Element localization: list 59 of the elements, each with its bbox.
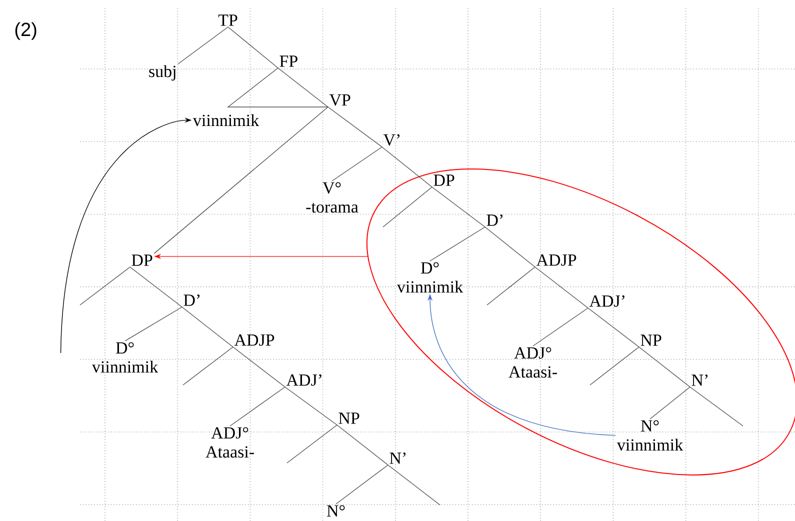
tree-branch (336, 424, 388, 466)
tree-label: ADJP (234, 334, 274, 346)
tree-branch (432, 186, 486, 228)
tree-branch (486, 266, 536, 306)
tree-label: TP (218, 14, 238, 26)
tree-branch (227, 68, 328, 108)
tree-label: ADJ’ (589, 295, 624, 307)
tree-branch (336, 464, 388, 504)
tree-label: FP (280, 56, 298, 67)
tree-branch (182, 306, 234, 348)
tree-branch (284, 386, 338, 426)
tree-label: viinnimik (192, 114, 260, 126)
tree-branch (230, 386, 286, 426)
tree-label: ADJP (536, 254, 576, 266)
tree-label: NP (640, 334, 662, 346)
tree-branch (124, 306, 182, 342)
tree-label: VP (329, 94, 350, 106)
tree-label: DP (434, 174, 454, 186)
word-label: V° -torama (306, 182, 358, 213)
tree-branch (388, 464, 440, 506)
tree-label: V’ (383, 134, 400, 146)
tree-branch (286, 424, 338, 464)
tree-label: ADJ’ (286, 374, 322, 386)
tree-label: NP (338, 412, 360, 424)
tree-branch (182, 346, 234, 386)
tree-branch (638, 346, 690, 388)
tree-branch (278, 68, 328, 108)
tree-branch (382, 186, 432, 228)
tree-branch (232, 346, 286, 388)
word-label: D° viinnimik (92, 342, 158, 373)
tree-label: N° (326, 505, 345, 516)
tree-label: subj (149, 65, 176, 81)
tree-branch (154, 106, 328, 254)
tree-branch (650, 386, 690, 420)
tree-branch (332, 146, 382, 182)
ellipse-outline (366, 168, 795, 476)
word-label: ADJ° Ataasi- (508, 347, 557, 378)
tree-branch (228, 26, 278, 68)
tree-label: D’ (486, 214, 502, 226)
tree-branch (590, 346, 640, 386)
tree-branch (484, 226, 536, 268)
tree-branch (382, 146, 432, 188)
tree-branch (430, 226, 486, 262)
tree-branch (178, 26, 228, 64)
tree-branch (80, 266, 130, 306)
tree-label: D’ (184, 294, 200, 306)
word-label: N° viinnimik (616, 420, 684, 451)
figure-number: (2) (15, 22, 36, 40)
tree-branch (328, 106, 382, 148)
tree-branch (690, 386, 744, 426)
tree-branch (588, 308, 640, 348)
tree-branch (532, 308, 588, 346)
tree-label: N’ (692, 374, 708, 386)
tree-branch (130, 266, 182, 308)
tree-branch (534, 266, 588, 308)
word-label: ADJ° Ataasi- (206, 427, 254, 458)
tree-label: DP (132, 254, 152, 266)
word-label: D° viinnimik (396, 262, 464, 293)
tree-label: N’ (390, 452, 406, 464)
